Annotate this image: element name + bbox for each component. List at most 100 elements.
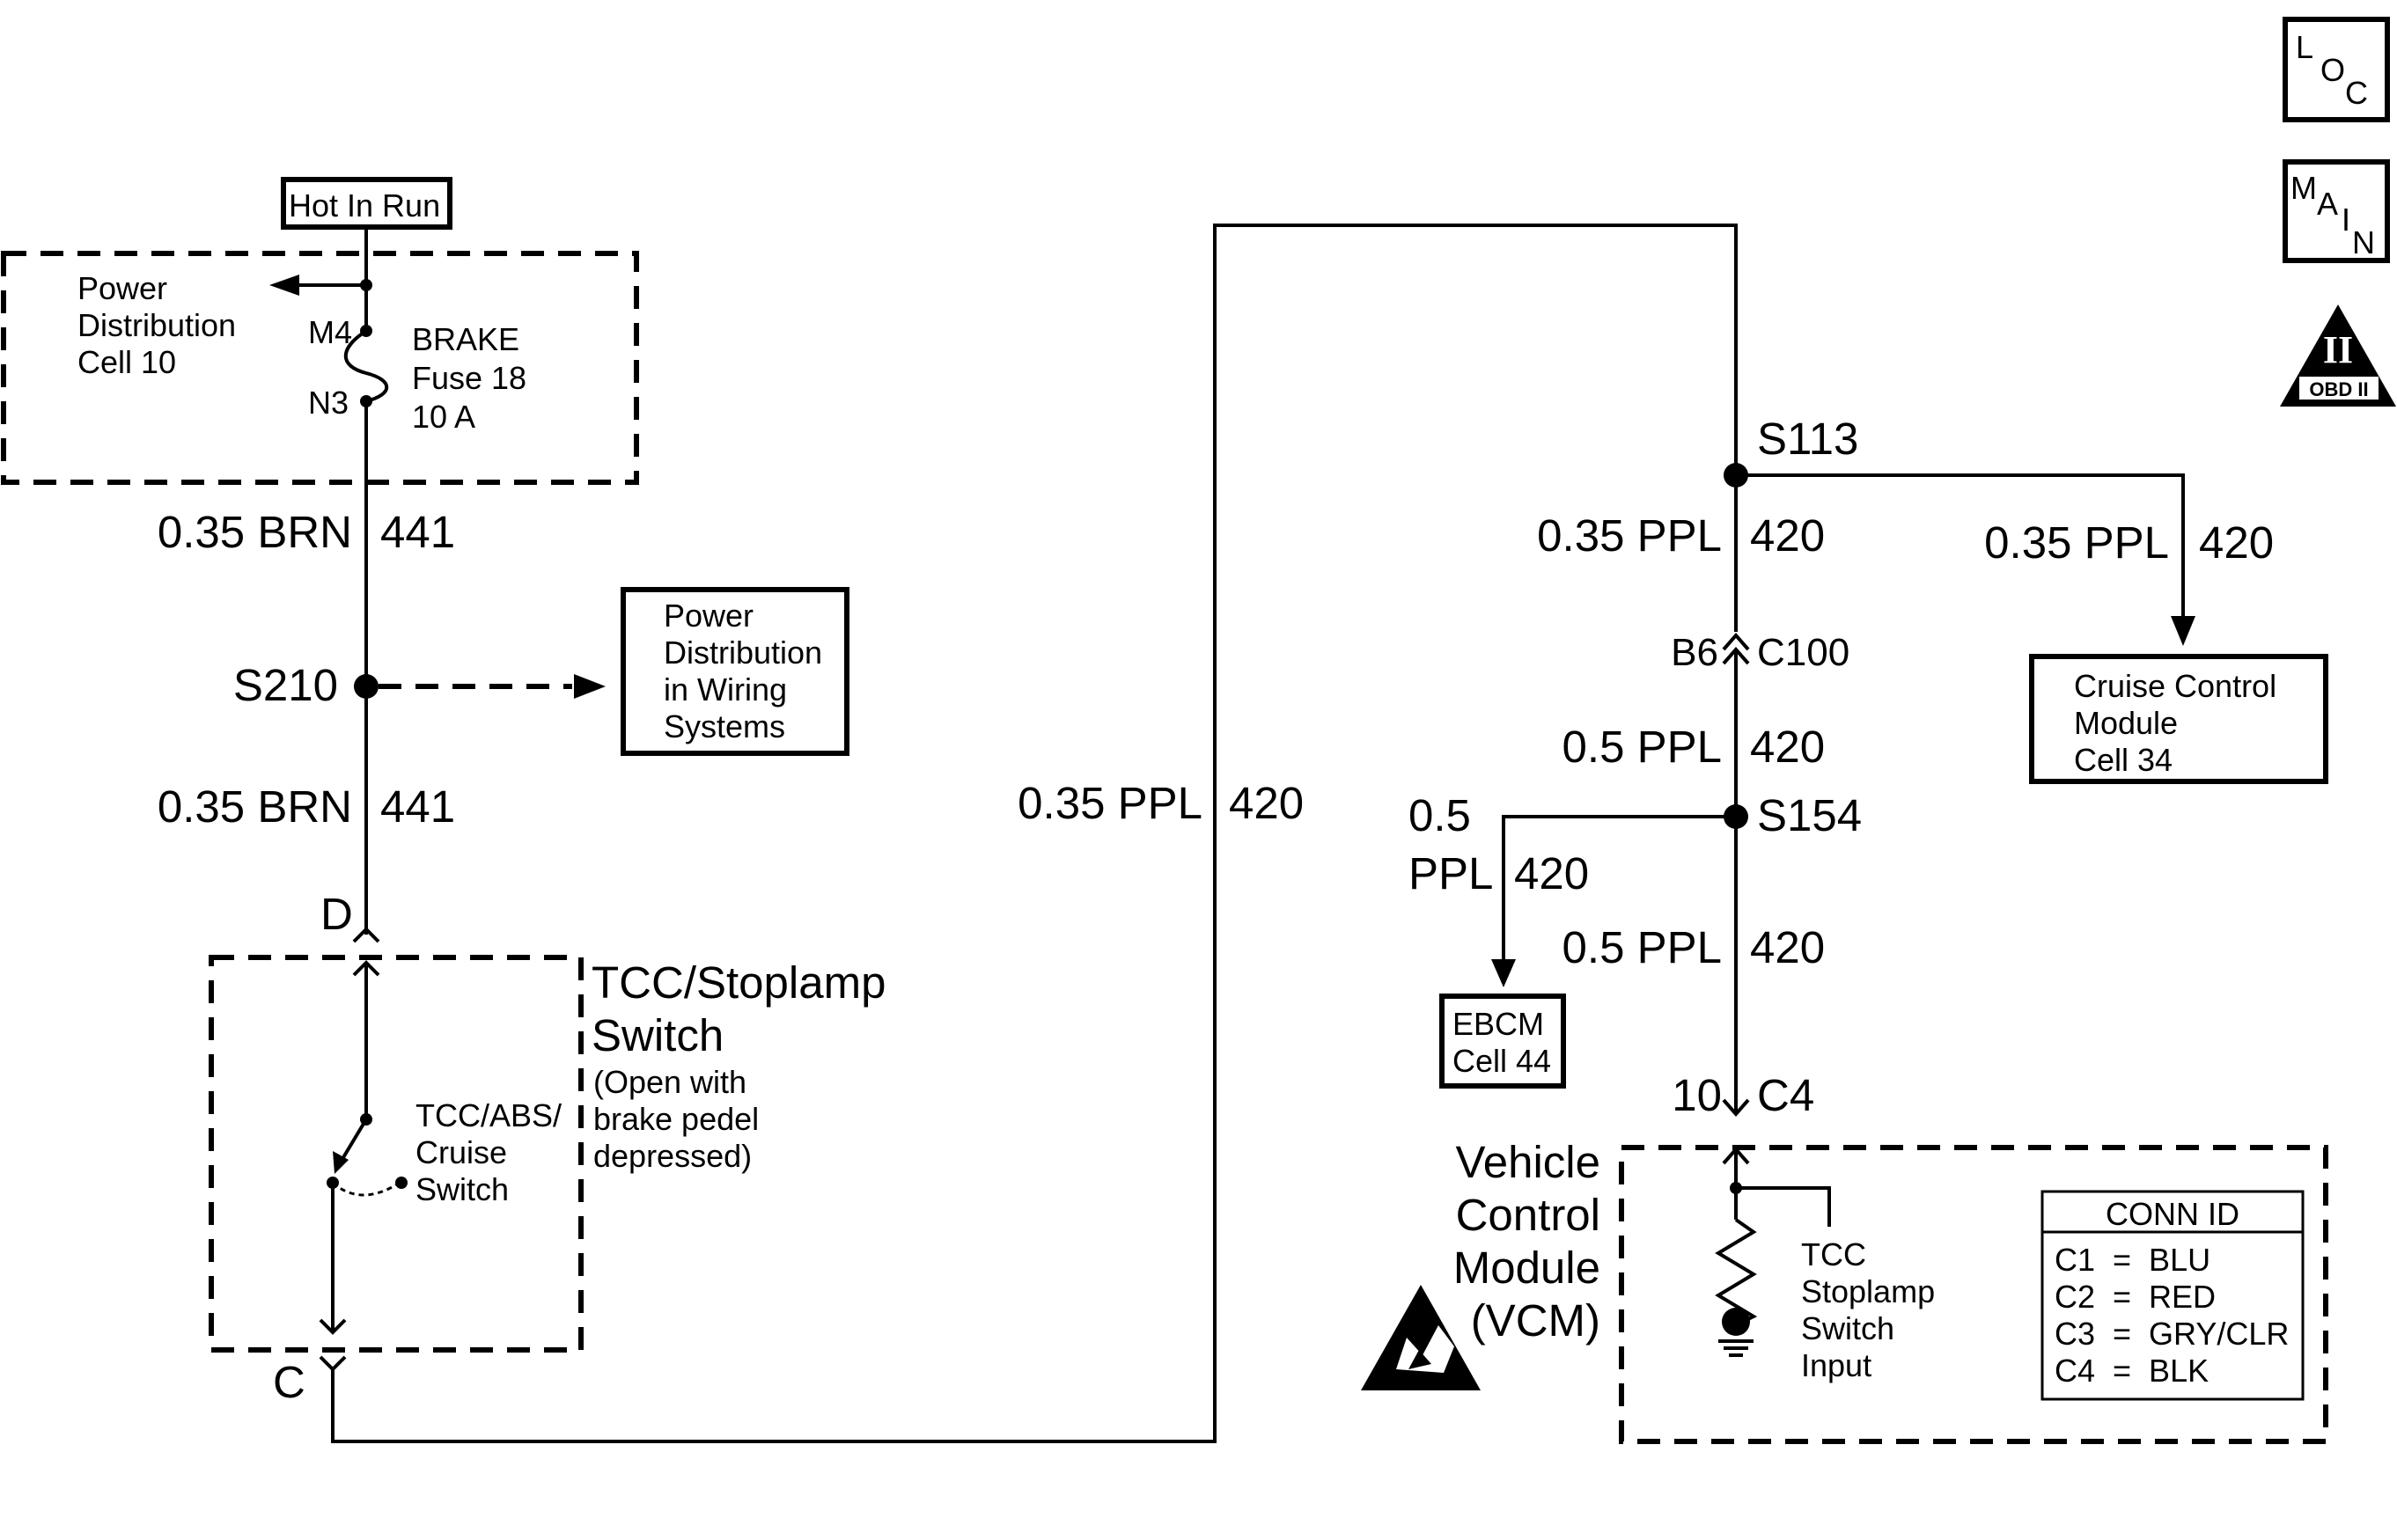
splice-s113: S113 0.35 PPL 420 0.35 PPL 420 [1537,414,2274,646]
esd-warning-icon [1361,1285,1481,1390]
wire-420-ccm-circuit: 420 [2199,517,2274,568]
arrow-down-icon [2171,616,2195,646]
switch-title-line1: TCC/Stoplamp [592,957,886,1008]
conn-id-table: CONN ID C1 = BLU C2 = RED C3 = GRY/CLR C… [2040,1190,2305,1401]
splice-s154-label: S154 [1757,790,1862,840]
arrow-right-icon [574,674,606,699]
switch-note-line1: (Open with [593,1064,746,1100]
conn-id-row-c3: C3 = GRY/CLR [2055,1316,2289,1352]
conn-id-row-c4: C4 = BLK [2055,1353,2209,1389]
wire-441-upper-circuit: 441 [380,507,455,557]
main-letter-n: N [2352,224,2375,260]
obd-ii-icon[interactable]: II OBD II [2280,304,2396,407]
loc-nav-icon[interactable]: L O C [2283,17,2390,122]
connector-d-label: D [320,889,353,939]
ccm-line2: Module [2074,705,2178,741]
fuse-label-line2: Fuse 18 [412,360,526,396]
resistor-icon [1715,1218,1758,1327]
switch-note-line2: brake pedel [593,1101,759,1137]
fuse-terminal-n3: N3 [308,385,349,421]
connector-c100: B6 C100 0.5 PPL 420 [1562,631,1849,817]
ccm-box: Cruise Control Module Cell 34 [2029,654,2328,784]
conn-id-header: CONN ID [2106,1196,2239,1232]
wire-420-c100-circuit: 420 [1750,722,1825,772]
pdws-line4: Systems [664,708,785,744]
fuse-label-line3: 10 A [412,399,475,435]
wire-420-long: C 0.35 PPL 420 [273,224,1738,1443]
ground-dot [1722,1308,1750,1336]
fuse-icon [343,329,388,403]
loc-letter-o: O [2320,52,2345,88]
splice-s113-label: S113 [1757,414,1858,464]
wire-420-c100-gauge: 0.5 PPL [1562,722,1722,772]
conn-id-row-c2: C2 = RED [2055,1279,2216,1315]
arrow-down-icon [1491,959,1516,987]
fuse-label-line1: BRAKE [412,321,519,357]
wire-420-s113-circuit: 420 [1750,510,1825,561]
vcm-input-line4: Input [1801,1347,1871,1383]
loc-letter-l: L [2296,29,2313,65]
hot-in-run-label: Hot In Run [289,187,440,224]
obd-numeral: II [2323,328,2353,371]
wire-441: 0.35 BRN 441 S210 0.35 BRN 441 D [158,401,606,943]
power-distribution-cell: Power Distribution Cell 10 M4 N3 BRAKE F… [1,251,639,485]
wire-420-s154-circuit: 420 [1750,922,1825,972]
obd-label: OBD II [2309,378,2368,400]
connector-c4: 10 C4 [1672,1070,1814,1120]
wire-441-lower-circuit: 441 [380,781,455,832]
hot-in-run-source: Hot In Run [281,177,452,285]
main-letter-m: M [2290,170,2317,206]
ccm-line3: Cell 34 [2074,742,2173,778]
power-distribution-line1: Power [77,270,167,306]
ebcm-line2: Cell 44 [1452,1043,1551,1079]
wire-420-ebcm-circuit: 420 [1514,848,1589,898]
wire-420-ebcm-gauge-line1: 0.5 [1408,790,1471,840]
splice-s210-label: S210 [233,660,338,710]
ground-icon [1718,1339,1754,1357]
wire-420-ebcm-gauge-line2: PPL [1408,848,1493,898]
pdws-line2: Distribution [664,634,822,671]
vcm: Vehicle Control Module (VCM) TCC Stoplam… [1361,1137,2328,1444]
vcm-input-line2: Stoplamp [1801,1273,1935,1309]
switch-label-line2: Cruise [415,1134,507,1170]
wire-420-s154-gauge: 0.5 PPL [1562,922,1722,972]
switch-label-line1: TCC/ABS/ [415,1097,562,1133]
main-nav-icon[interactable]: M A I N [2283,159,2390,263]
connector-c4-pin: 10 [1672,1070,1722,1120]
vcm-title-line3: Module [1453,1243,1600,1293]
ebcm-box: EBCM Cell 44 [1439,994,1566,1089]
vcm-input-line3: Switch [1801,1310,1894,1346]
splice-s154: S154 0.5 PPL 420 0.5 PPL 420 [1408,790,1862,1112]
switch-label-line3: Switch [415,1171,509,1207]
pdws-line1: Power [664,598,754,634]
pdws-box: Power Distribution in Wiring Systems [621,587,849,756]
pdws-line3: in Wiring [664,671,787,708]
conn-id-row-c1: C1 = BLU [2055,1242,2210,1278]
splice-s210-dot [354,674,379,699]
wire-441-lower-gauge: 0.35 BRN [158,781,352,832]
fuse-terminal-m4: M4 [308,314,352,350]
wire-441-upper-gauge: 0.35 BRN [158,507,352,557]
vcm-input-line1: TCC [1801,1236,1866,1272]
loc-letter-c: C [2345,75,2368,111]
switch-note-line3: depressed) [593,1138,752,1174]
tcc-stoplamp-switch: TCC/ABS/ Cruise Switch TCC/Stoplamp Swit… [209,955,886,1353]
wire-420-long-gauge: 0.35 PPL [1018,778,1202,828]
main-letter-a: A [2317,186,2338,222]
power-distribution-line2: Distribution [77,307,236,343]
connector-c100-label: C100 [1757,631,1849,674]
main-letter-i: I [2342,202,2350,238]
vcm-title-line4: (VCM) [1471,1295,1600,1346]
ccm-line1: Cruise Control [2074,668,2276,704]
connector-c4-label: C4 [1757,1070,1814,1120]
wire-420-s113-gauge: 0.35 PPL [1537,510,1722,561]
ebcm-line1: EBCM [1452,1006,1544,1042]
vcm-title-line2: Control [1456,1190,1600,1240]
arrow-left-icon [269,275,299,296]
vcm-title-line1: Vehicle [1456,1137,1600,1187]
switch-title-line2: Switch [592,1010,724,1060]
wire-420-long-circuit: 420 [1229,778,1304,828]
connector-c-label: C [273,1357,305,1407]
connector-c100-pin: B6 [1671,631,1718,674]
